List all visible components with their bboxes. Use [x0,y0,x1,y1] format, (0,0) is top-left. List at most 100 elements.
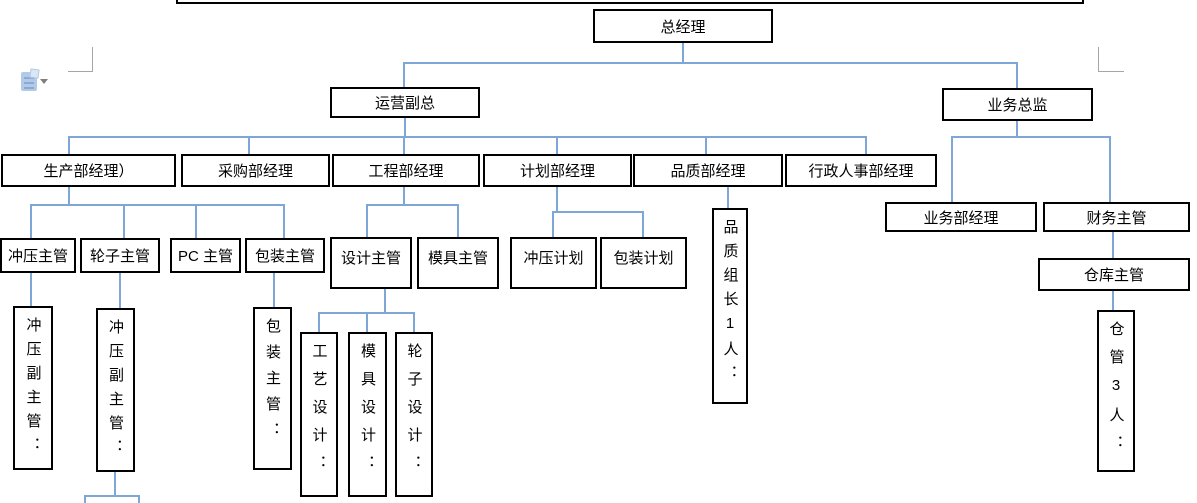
connector [366,204,368,237]
connector [195,204,197,238]
org-node-label: 行政人事部经理 [808,163,914,180]
org-node-finance-supervisor[interactable]: 财务主管 [1043,202,1190,232]
org-node-stamping-supervisor[interactable]: 冲压主管 [0,238,76,273]
org-node-design-supervisor[interactable]: 设计主管 [330,237,412,289]
org-node-planning-manager[interactable]: 计划部经理 [483,154,632,187]
org-node-mold-designer[interactable]: 模具设计： [348,332,387,497]
connector [30,204,285,206]
org-node-wheel-supervisor[interactable]: 轮子主管 [80,238,160,273]
org-node-mold-supervisor[interactable]: 模具主管 [417,237,499,289]
org-node-pc-supervisor[interactable]: PC 主管 [170,238,241,273]
connector [1016,121,1018,137]
org-node-label: 品质部经理 [670,163,746,180]
org-node-label: 冲压副主管： [107,319,124,463]
connector [552,211,554,237]
org-node-label: 生产部经理） [43,163,134,180]
org-node-production-manager[interactable]: 生产部经理） [1,154,176,187]
crop-mark-right [1098,71,1124,72]
org-node-label: PC 主管 [177,248,233,265]
org-node-packaging-supervisor-vertical[interactable]: 包装主管： [253,307,292,470]
connector [273,273,275,307]
org-node-label: 包装主管： [264,318,281,448]
org-node-label: 包装计划 [613,250,674,267]
org-node-label: 仓库主管 [1083,267,1144,284]
org-node-label: 计划部经理 [519,163,595,180]
connector [404,118,406,137]
org-node-label: 业务部经理 [923,209,999,227]
connector [951,136,953,202]
connector [556,187,558,212]
connector [30,204,32,238]
connector [727,187,729,208]
org-node-stamping-planner[interactable]: 冲压计划 [510,237,597,289]
org-node-label: 财务主管 [1086,209,1147,227]
connector [1109,136,1111,202]
org-node-label: 设计主管 [340,250,401,267]
org-node-label: 冲压主管 [7,248,68,265]
connector [403,136,405,154]
org-node-label: 模具设计： [359,343,376,483]
connector [1112,291,1114,310]
org-node-process-designer[interactable]: 工艺设计： [300,332,338,497]
connector [705,136,707,154]
org-node-packaging-planner[interactable]: 包装计划 [600,237,687,289]
org-node-packaging-supervisor[interactable]: 包装主管 [245,238,325,273]
org-node-quality-manager[interactable]: 品质部经理 [633,154,783,187]
connector [951,136,1111,138]
connector [283,204,285,238]
connector [123,204,125,238]
connector [318,312,320,332]
org-node-engineering-manager[interactable]: 工程部经理 [332,154,480,187]
connector [119,273,121,308]
org-node-stamping-deputy-2[interactable]: 冲压副主管： [96,308,135,472]
connector [682,43,684,62]
crop-mark-left [92,47,93,72]
connector [138,495,140,503]
org-node-label: 工程部经理 [368,163,444,180]
org-node-operations-vp[interactable]: 运营副总 [330,87,480,118]
org-node-warehouse-supervisor[interactable]: 仓库主管 [1038,258,1190,291]
connector [248,136,250,154]
org-node-title-cutoff[interactable] [176,0,1084,4]
connector [403,187,405,205]
org-node-label: 总经理 [660,18,706,36]
connector [30,273,32,306]
connector [68,136,867,138]
connector [366,204,459,206]
connector [556,136,558,154]
connector [68,187,70,205]
org-node-label: 业务总监 [987,97,1048,114]
crop-mark-left [68,71,93,72]
connector [403,62,1018,64]
connector [413,312,415,332]
connector [366,312,368,332]
org-node-label: 轮子主管 [89,248,150,265]
org-node-business-dept-manager[interactable]: 业务部经理 [885,202,1037,232]
org-node-label: 模具主管 [427,250,488,267]
org-node-label: 采购部经理 [217,163,293,180]
org-node-stamping-deputy-1[interactable]: 冲压副主管： [13,306,53,470]
org-node-general-manager[interactable]: 总经理 [593,9,773,43]
org-node-label: 运营副总 [374,95,435,112]
chevron-down-icon[interactable] [40,79,48,84]
connector [68,136,70,154]
connector [403,62,405,87]
org-node-warehouse-keeper[interactable]: 仓管3人： [1097,310,1135,472]
org-node-admin-hr-manager[interactable]: 行政人事部经理 [785,154,937,187]
org-node-label: 工艺设计： [310,343,328,483]
org-node-label: 轮子设计： [405,343,423,483]
org-node-label: 冲压计划 [523,250,584,267]
connector [384,289,386,313]
org-node-label: 仓管3人： [1107,321,1125,463]
connector [552,211,644,213]
org-node-wheel-designer[interactable]: 轮子设计： [395,332,433,497]
paste-options-icon[interactable] [21,72,37,91]
org-node-purchasing-manager[interactable]: 采购部经理 [181,154,330,187]
connector [1016,62,1018,88]
connector [114,472,116,496]
org-node-business-director[interactable]: 业务总监 [942,88,1093,121]
connector [84,495,140,497]
org-node-quality-team-leader[interactable]: 品质组长1人： [712,208,748,404]
connector [457,204,459,237]
